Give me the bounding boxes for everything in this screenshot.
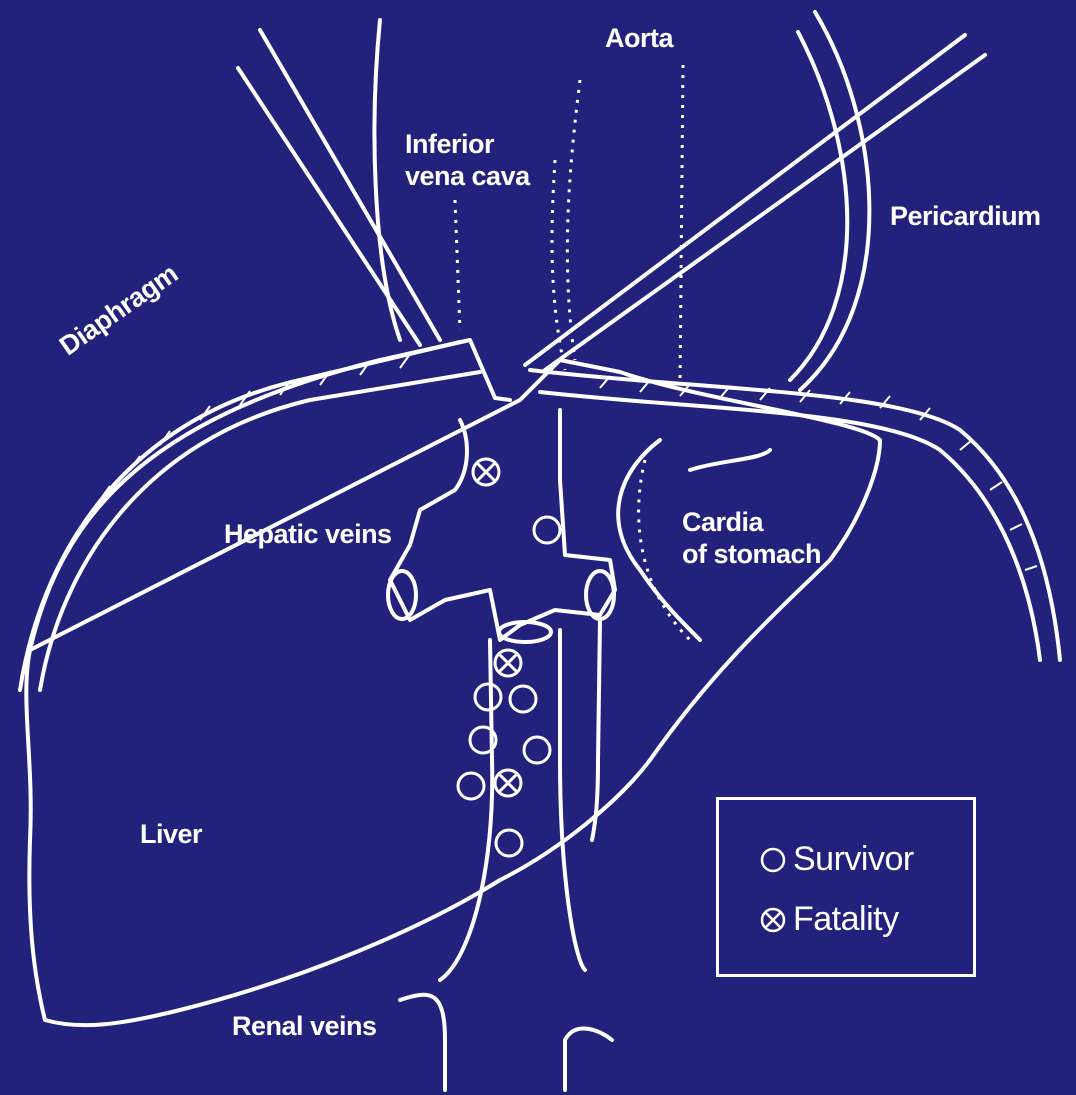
aorta-dotted-left: [567, 80, 580, 360]
survivor-marker: [534, 517, 560, 543]
ivc-trunk-left: [440, 640, 492, 980]
fatality-marker-x: [499, 774, 517, 792]
pericardium-curve: [800, 12, 869, 390]
fatality-icon: [759, 906, 787, 934]
survivor-marker: [510, 686, 536, 712]
survivor-marker: [458, 773, 484, 799]
survivor-marker: [496, 830, 522, 856]
renal-right: [565, 1028, 612, 1090]
renal-left: [400, 995, 445, 1090]
label-pericardium: Pericardium: [890, 200, 1041, 232]
fatality-marker-x: [499, 654, 517, 672]
marker-group: [458, 459, 560, 856]
ivc-upper-body: [390, 410, 615, 640]
legend-fatality: Fatality: [759, 900, 899, 939]
ivc-trunk-inner: [592, 620, 600, 840]
survivor-icon: [759, 846, 787, 874]
ivc-trunk-right: [560, 630, 585, 970]
survivor-marker: [475, 684, 501, 710]
label-liver: Liver: [140, 818, 202, 850]
hepatic-vein-left: [388, 571, 416, 619]
ivc-pipe-2: [238, 68, 420, 345]
label-cardia: Cardia of stomach: [682, 506, 821, 571]
legend-survivor: Survivor: [759, 840, 914, 879]
cardia-top: [690, 450, 770, 470]
aorta-dotted-right: [680, 65, 683, 385]
label-ivc: Inferior vena cava: [405, 128, 530, 193]
diaphragm-outer: [20, 342, 460, 690]
pericardium-curve-2: [790, 32, 847, 380]
ivc-dotted: [455, 200, 460, 330]
survivor-marker: [524, 737, 550, 763]
label-renal-veins: Renal veins: [232, 1010, 377, 1042]
label-hepatic-veins: Hepatic veins: [224, 518, 392, 550]
label-aorta: Aorta: [605, 22, 673, 54]
legend-fatality-label: Fatality: [793, 900, 899, 939]
fatality-marker-x: [477, 463, 495, 481]
legend-survivor-label: Survivor: [793, 840, 914, 879]
legend: Survivor Fatality: [716, 797, 976, 977]
